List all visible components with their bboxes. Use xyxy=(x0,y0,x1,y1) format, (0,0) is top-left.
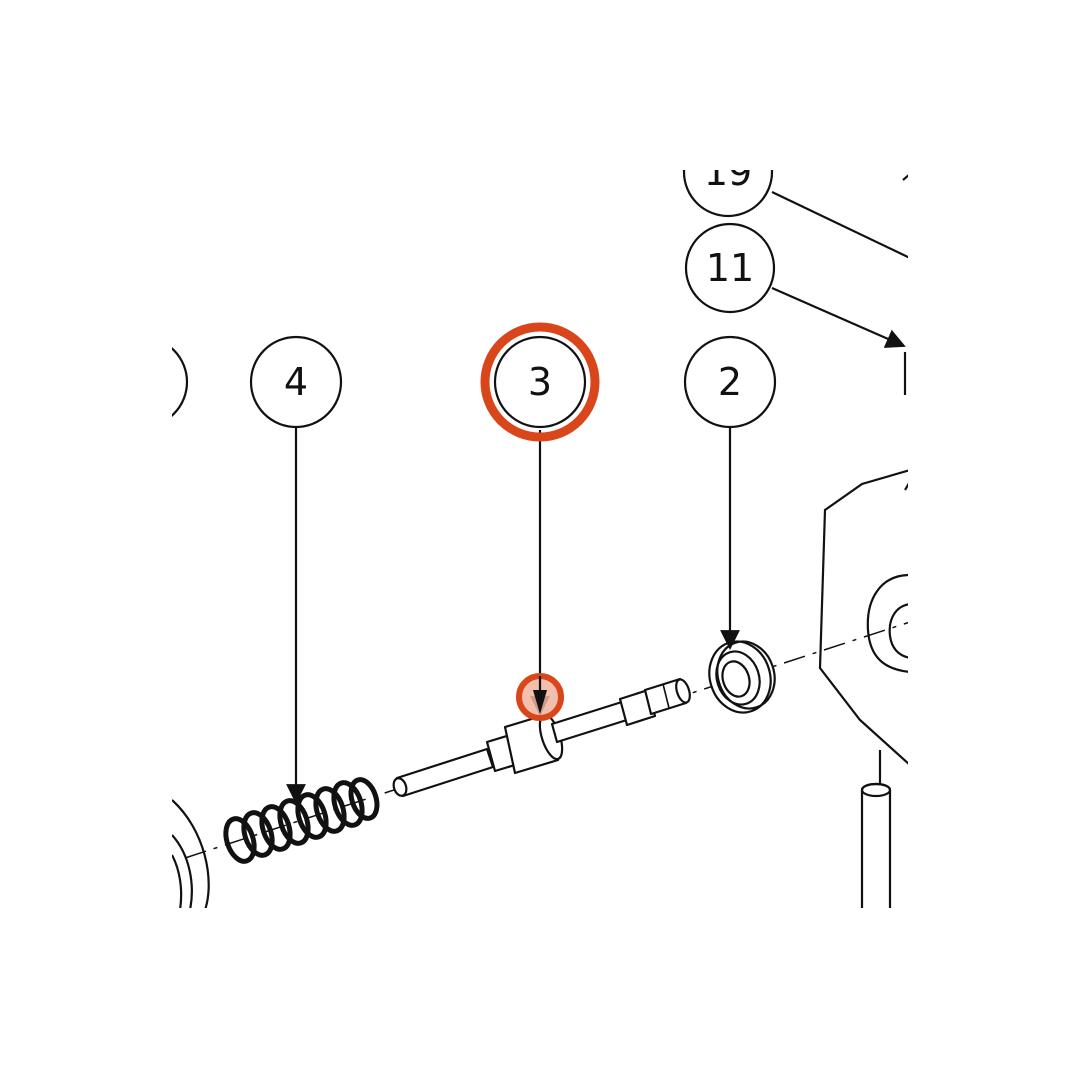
callout-19: 19 xyxy=(682,150,774,218)
left-disc-part xyxy=(172,799,210,908)
callout-2: 2 xyxy=(683,335,777,429)
callout-3-label: 3 xyxy=(528,360,552,404)
callout-11: 11 xyxy=(684,222,776,314)
callout-4-label: 4 xyxy=(284,360,308,404)
leader-line-19 xyxy=(771,191,908,259)
seal-ring-part xyxy=(708,640,776,714)
callout-2-label: 2 xyxy=(718,360,742,404)
callout-partial-left xyxy=(172,347,189,417)
highlight-ring-callout-3 xyxy=(480,322,600,442)
callout-19-label: 19 xyxy=(704,150,752,194)
callout-11-label: 11 xyxy=(706,246,754,290)
shaft-part xyxy=(392,677,691,798)
leader-line-11 xyxy=(771,286,906,348)
right-edge-fragment xyxy=(902,174,908,395)
callout-3: 3 xyxy=(493,335,587,429)
housing-block-part xyxy=(818,469,908,765)
arrowhead-icon xyxy=(533,690,547,714)
callout-4: 4 xyxy=(249,335,343,429)
tube-part xyxy=(860,750,892,908)
spring-part xyxy=(223,777,380,864)
